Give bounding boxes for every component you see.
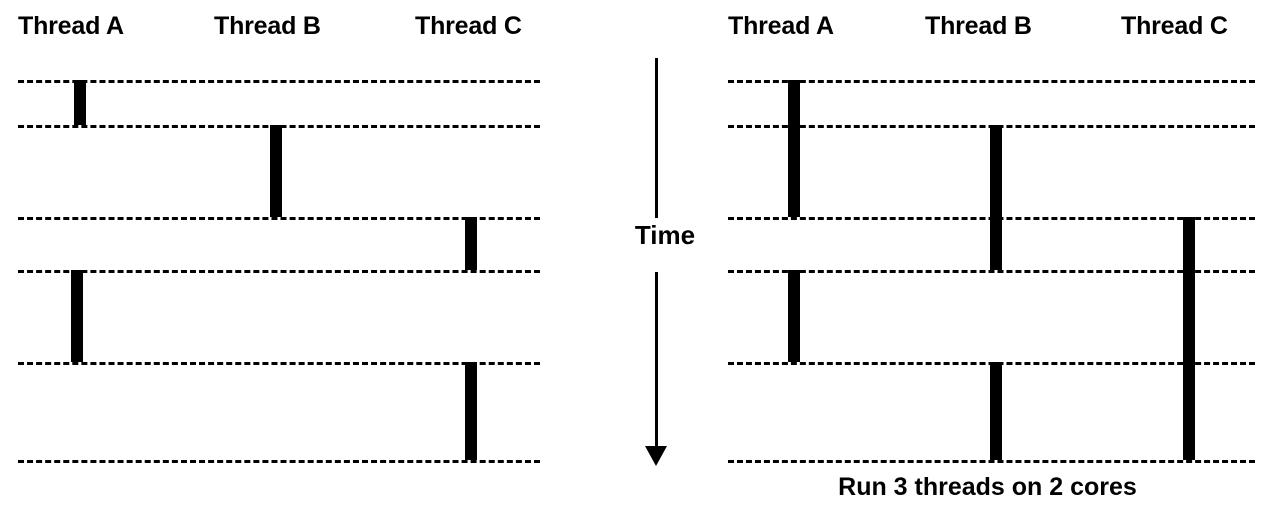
left-thread-header-c: Thread C	[415, 12, 522, 40]
left-thread-header-b: Thread B	[214, 12, 321, 40]
execution-bar-thread-c	[465, 217, 477, 270]
right-grid-line	[728, 460, 1255, 463]
single-core-schedule-panel: Thread A Thread B Thread C	[0, 0, 560, 523]
left-grid-line	[18, 217, 540, 220]
execution-bar-thread-a	[74, 80, 86, 125]
right-thread-header-b: Thread B	[925, 12, 1032, 40]
dual-core-schedule-panel: Thread A Thread B Thread C	[710, 0, 1265, 523]
execution-bar-thread-b	[270, 125, 282, 217]
time-axis-line-upper	[655, 58, 658, 218]
execution-bar-thread-a	[788, 270, 800, 362]
left-grid-line	[18, 80, 540, 83]
left-grid-line	[18, 460, 540, 463]
time-axis-line-lower	[655, 272, 658, 450]
right-grid-line	[728, 80, 1255, 83]
execution-bar-thread-a	[71, 270, 83, 362]
execution-bar-thread-b	[990, 362, 1002, 460]
time-axis-label: Time	[634, 220, 696, 250]
execution-bar-thread-a	[788, 80, 800, 217]
diagram-caption: Run 3 threads on 2 cores	[838, 473, 1137, 501]
right-grid-line	[728, 270, 1255, 273]
left-grid-line	[18, 362, 540, 365]
execution-bar-thread-c	[1183, 217, 1195, 460]
left-thread-header-a: Thread A	[18, 12, 124, 40]
right-thread-header-a: Thread A	[728, 12, 834, 40]
execution-bar-thread-c	[465, 362, 477, 460]
time-axis: Time	[610, 50, 720, 475]
execution-bar-thread-b	[990, 125, 1002, 270]
right-thread-header-c: Thread C	[1121, 12, 1228, 40]
down-arrow-icon	[645, 446, 667, 466]
left-grid-line	[18, 270, 540, 273]
